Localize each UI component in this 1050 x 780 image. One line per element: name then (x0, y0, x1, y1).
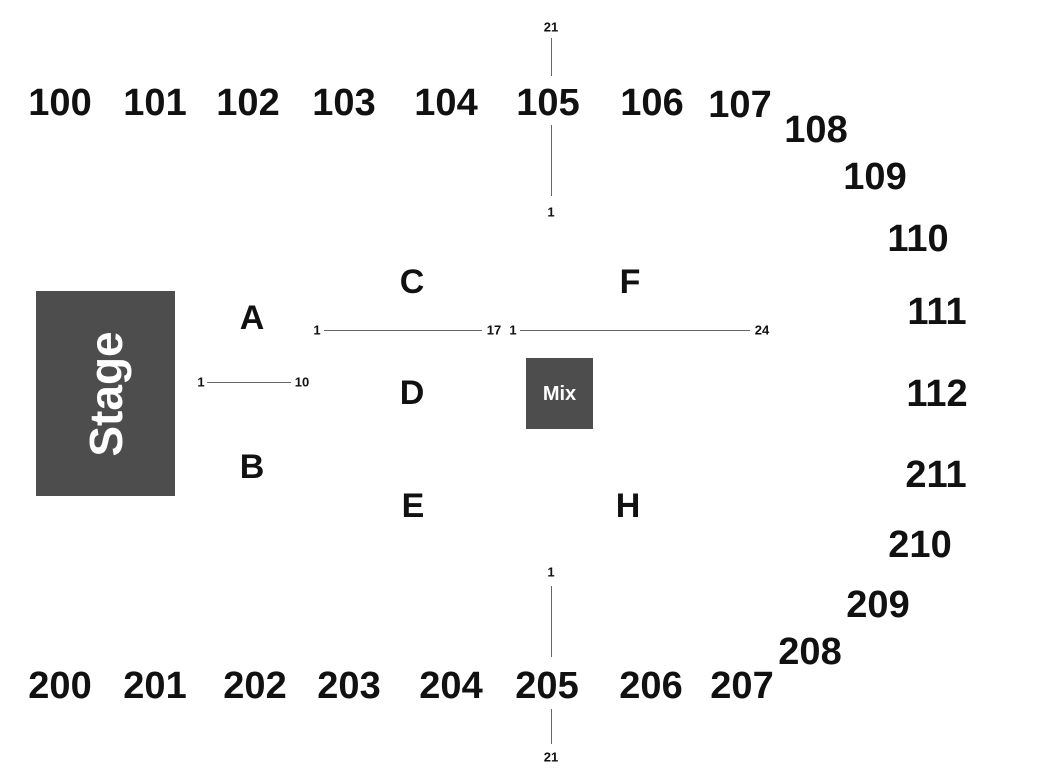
row-line-mid-left (324, 330, 482, 331)
section-208[interactable]: 208 (778, 631, 842, 673)
section-109[interactable]: 109 (843, 156, 907, 198)
section-202[interactable]: 202 (223, 665, 287, 707)
section-201[interactable]: 201 (123, 665, 187, 707)
zone-a[interactable]: A (239, 299, 265, 337)
row-label-front-end: 10 (294, 374, 310, 390)
stage-area[interactable]: Stage (36, 291, 175, 496)
row-line-bottom-lower (551, 709, 552, 744)
row-label-top-end: 1 (547, 204, 555, 220)
section-108[interactable]: 108 (784, 109, 848, 151)
row-label-top-start: 21 (543, 19, 559, 35)
row-line-top-lower (551, 125, 552, 196)
zone-c[interactable]: C (399, 263, 425, 301)
zone-b[interactable]: B (239, 448, 265, 486)
section-207[interactable]: 207 (710, 665, 774, 707)
row-label-mid-right-end: 24 (754, 322, 770, 338)
zone-f[interactable]: F (619, 263, 641, 301)
section-102[interactable]: 102 (216, 82, 280, 124)
section-209[interactable]: 209 (846, 584, 910, 626)
row-line-front (207, 382, 291, 383)
section-112[interactable]: 112 (906, 373, 968, 415)
section-204[interactable]: 204 (419, 665, 483, 707)
section-100[interactable]: 100 (28, 82, 92, 124)
stage-label: Stage (79, 330, 132, 457)
row-line-mid-right (520, 330, 750, 331)
row-label-bottom-start: 1 (547, 564, 555, 580)
section-107[interactable]: 107 (708, 84, 772, 126)
section-203[interactable]: 203 (317, 665, 381, 707)
row-label-bottom-end: 21 (543, 749, 559, 765)
row-label-front-start: 1 (197, 374, 205, 390)
row-label-mid-left-end: 17 (486, 322, 502, 338)
section-206[interactable]: 206 (619, 665, 683, 707)
row-label-mid-right-start: 1 (509, 322, 517, 338)
section-106[interactable]: 106 (620, 82, 684, 124)
section-110[interactable]: 110 (887, 218, 949, 260)
section-111[interactable]: 111 (907, 291, 967, 333)
section-104[interactable]: 104 (414, 82, 478, 124)
mix-label: Mix (542, 382, 577, 405)
row-line-bottom-upper (551, 586, 552, 657)
row-label-mid-left-start: 1 (313, 322, 321, 338)
zone-d[interactable]: D (399, 374, 425, 412)
row-line-top-upper (551, 38, 552, 76)
section-105[interactable]: 105 (516, 82, 580, 124)
section-211[interactable]: 211 (905, 454, 967, 496)
section-101[interactable]: 101 (123, 82, 187, 124)
zone-h[interactable]: H (615, 487, 641, 525)
section-103[interactable]: 103 (312, 82, 376, 124)
mix-booth[interactable]: Mix (526, 358, 593, 429)
zone-e[interactable]: E (401, 487, 425, 525)
section-200[interactable]: 200 (28, 665, 92, 707)
section-205[interactable]: 205 (515, 665, 579, 707)
section-210[interactable]: 210 (888, 524, 952, 566)
